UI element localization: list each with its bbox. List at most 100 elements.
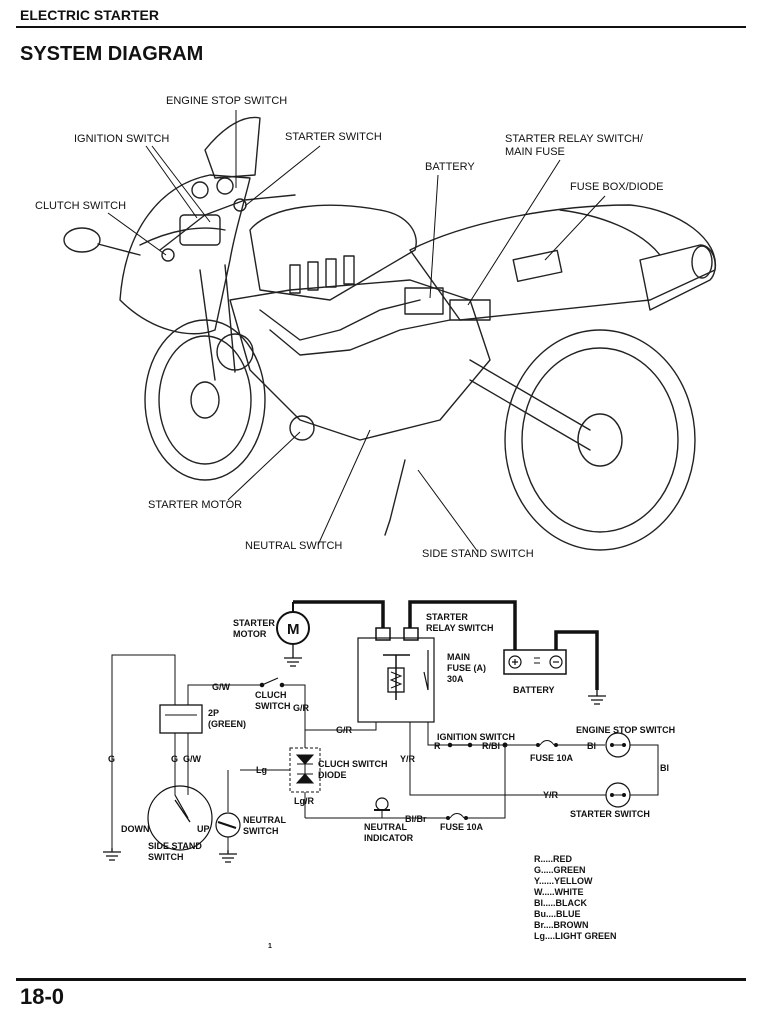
clutch-lever-pivot [161,248,175,262]
label-ignition-switch: IGNITION SWITCH [437,732,515,742]
label-neutral-indicator-1: NEUTRAL [364,822,407,832]
instrument-2 [216,177,234,195]
switch-housing [233,198,247,212]
fairing-line [139,227,226,246]
side-stand [384,459,406,536]
wire-yr-2: Y/R [543,790,559,800]
label-motor: MOTOR [233,629,267,639]
mirror [63,227,101,253]
label-fuse-box: FUSE BOX/DIODE [570,181,664,193]
wire-gr-1: G/R [293,703,310,713]
label-2p: 2P [208,708,219,718]
cyl-1 [289,264,301,294]
legend-item: Lg....LIGHT GREEN [534,931,617,941]
battery-symbol [503,649,567,675]
footnote: 1 [268,943,272,950]
wire-bl-1: Bl [587,741,596,751]
wire-rbl: R/Bl [482,741,500,751]
swingarm-2 [469,379,591,451]
relay-coil [387,667,405,693]
section-header: ELECTRIC STARTER [20,7,159,23]
motor-m: M [287,621,300,638]
legend-item: Bl.....BLACK [534,898,587,908]
label-fuse-10a-1: FUSE 10A [530,753,574,763]
bike-labels: ENGINE STOP SWITCH IGNITION SWITCH START… [35,95,664,560]
label-ignition-switch: IGNITION SWITCH [74,133,169,145]
label-starter-relay-2: RELAY SWITCH [426,623,494,633]
legend-item: R.....RED [534,854,573,864]
label-starter-switch: STARTER SWITCH [570,809,650,819]
swingarm [469,359,591,431]
label-main-fuse-3: 30A [447,674,464,684]
legend-item: W.....WHITE [534,887,584,897]
muffler-end [691,245,713,279]
front-wheel [144,319,266,481]
neutral-indicator-symbol [375,797,389,811]
wire-gw-top: G/W [212,682,231,692]
handlebar [159,194,296,251]
label-battery: BATTERY [513,685,555,695]
wire-gw2: G/W [183,754,202,764]
wire-r: R [434,741,441,751]
wire-g2: G [171,754,178,764]
legend-item: Y......YELLOW [534,876,593,886]
rear-hub [577,413,623,467]
label-engine-stop-switch: ENGINE STOP SWITCH [576,725,675,735]
cyl-4 [343,255,355,285]
label-main-fuse-2: FUSE (A) [447,663,486,673]
windscreen [204,116,261,179]
wiring-labels: STARTER MOTOR M STARTER RELAY SWITCH MAI… [108,612,675,862]
wire-bl-2: Bl [660,763,669,773]
header-rule [16,26,746,28]
label-cluch-1: CLUCH [255,690,287,700]
label-down: DOWN [121,824,150,834]
tail-line [559,209,661,256]
legend-item: G.....GREEN [534,865,586,875]
front-rim [158,335,252,465]
front-fairing [119,174,251,335]
muffler [639,244,716,311]
starter-gear [289,415,315,441]
label-neutral-switch-2: SWITCH [243,826,279,836]
label-neutral-switch: NEUTRAL SWITCH [245,540,342,552]
label-fuse-10a-2: FUSE 10A [440,822,484,832]
footer-rule [16,978,746,981]
connector-2p [159,704,203,734]
label-starter-relay-1: STARTER [426,612,468,622]
label-clutch-switch: CLUTCH SWITCH [35,200,126,212]
engine-block [229,279,491,441]
legend-item: Br....BROWN [534,920,589,930]
front-hub [190,381,220,419]
page-title: SYSTEM DIAGRAM [20,43,204,65]
label-engine-stop-switch: ENGINE STOP SWITCH [166,95,287,107]
battery-block [404,287,444,315]
label-neutral-indicator-2: INDICATOR [364,833,414,843]
label-up: UP [197,824,210,834]
label-diode-1: CLUCH SWITCH [318,759,388,769]
wiring-diagram [103,600,659,863]
color-legend: R.....RED G.....GREEN Y......YELLOW W...… [534,854,617,941]
wire-g: G [108,754,115,764]
label-side-stand-switch: SIDE STAND SWITCH [422,548,534,560]
wire-lg: Lg [256,765,267,775]
label-starter-switch: STARTER SWITCH [285,131,382,143]
label-side-stand-2: SWITCH [148,852,184,862]
label-neutral-switch-1: NEUTRAL [243,815,286,825]
label-main-fuse-1: MAIN [447,652,470,662]
fuse-box [512,249,563,283]
wire-gr-2: G/R [336,725,353,735]
page-number: 18-0 [20,984,65,1009]
label-diode-2: DIODE [318,770,347,780]
wiring-harness [259,299,421,341]
fork-2 [224,264,236,373]
wire-blbr: Bl/Br [405,814,427,824]
seat-tail [409,204,717,321]
motorcycle-illustration [63,116,717,551]
cyl-2 [307,261,319,291]
wire-lgr: Lg/R [294,796,314,806]
wire-yr-1: Y/R [400,754,416,764]
label-battery: BATTERY [425,161,475,173]
cyl-3 [325,258,337,288]
label-cluch-2: SWITCH [255,701,291,711]
